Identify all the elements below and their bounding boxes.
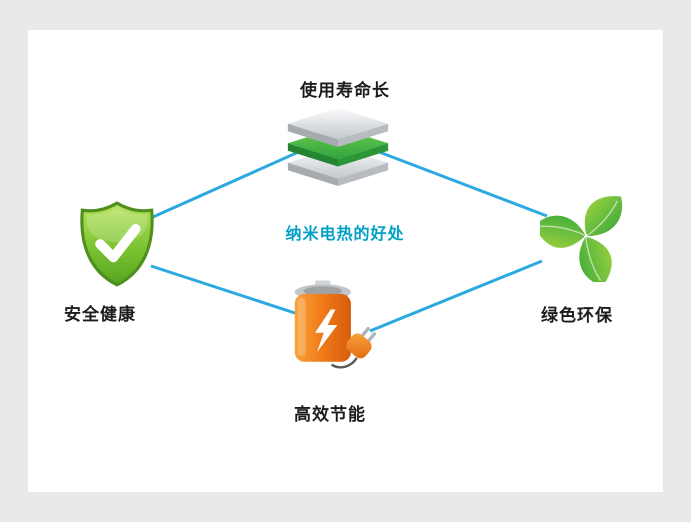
node-label-long-life: 使用寿命长 bbox=[300, 81, 390, 101]
node-label-energy-saving: 高效节能 bbox=[294, 405, 366, 425]
battery-plug-icon bbox=[287, 276, 379, 374]
node-label-safe-healthy: 安全健康 bbox=[64, 305, 136, 325]
connector-bottom-right bbox=[369, 259, 543, 333]
connector-left-bottom bbox=[150, 264, 299, 316]
recycle-leaves-icon bbox=[534, 190, 632, 287]
connector-top-right bbox=[373, 148, 548, 218]
layers-icon bbox=[286, 108, 390, 186]
diagram-title: 纳米电热的好处 bbox=[285, 224, 405, 243]
node-label-eco-friendly: 绿色环保 bbox=[541, 306, 613, 326]
connector-left-top bbox=[152, 148, 304, 219]
shield-check-icon bbox=[77, 198, 157, 290]
